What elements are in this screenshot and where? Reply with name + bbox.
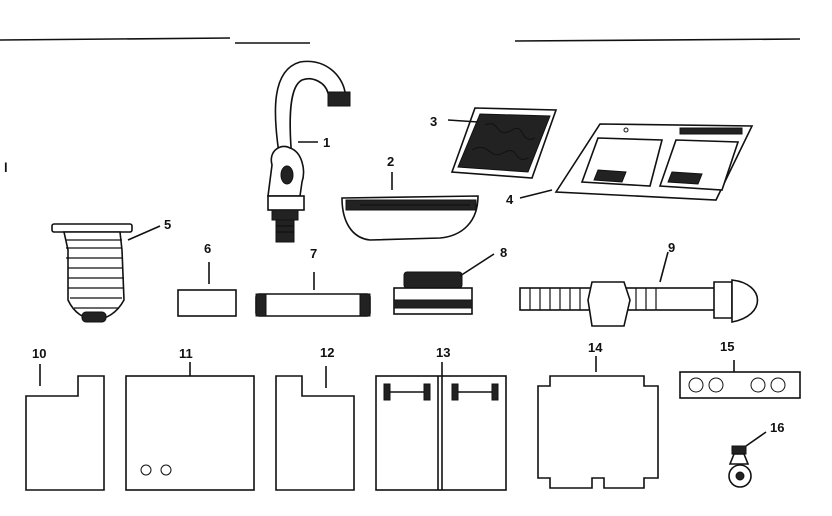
callout-14: 14 [588,340,603,355]
part-11-panel: 11 [125,346,255,491]
part-10-panel: 10 [25,346,105,491]
callout-16: 16 [770,420,784,435]
callout-5: 5 [164,217,171,232]
callout-12: 12 [320,345,334,360]
callout-2: 2 [387,154,394,169]
callout-11: 11 [179,346,193,361]
part-8-nut: 8 [393,245,507,315]
callout-1: 1 [323,135,330,150]
part-7-pipe: 7 [255,246,371,317]
callout-9: 9 [668,240,675,255]
part-3-cutting-board: 3 [430,107,558,179]
callout-13: 13 [436,345,450,360]
top-rules [0,37,801,44]
part-15-strip: 15 [679,339,801,399]
callout-7: 7 [310,246,317,261]
margin-mark: l [4,160,8,175]
callout-10: 10 [32,346,46,361]
part-14-panel: 14 [537,340,659,489]
callout-6: 6 [204,241,211,256]
callout-3: 3 [430,114,437,129]
part-16-caster: 16 [728,420,784,488]
part-5-drain: 5 [51,217,171,323]
part-2-soap-dish: 2 [341,154,479,241]
part-4-sink: 4 [506,123,754,207]
part-13-doors: 13 [375,345,507,491]
callout-8: 8 [500,245,507,260]
callout-15: 15 [720,339,734,354]
part-12-panel: 12 [275,345,355,491]
part-1-faucet: 1 [267,60,351,243]
part-6-block: 6 [177,241,237,317]
callout-4: 4 [506,192,514,207]
part-9-bolt: 9 [519,240,759,327]
